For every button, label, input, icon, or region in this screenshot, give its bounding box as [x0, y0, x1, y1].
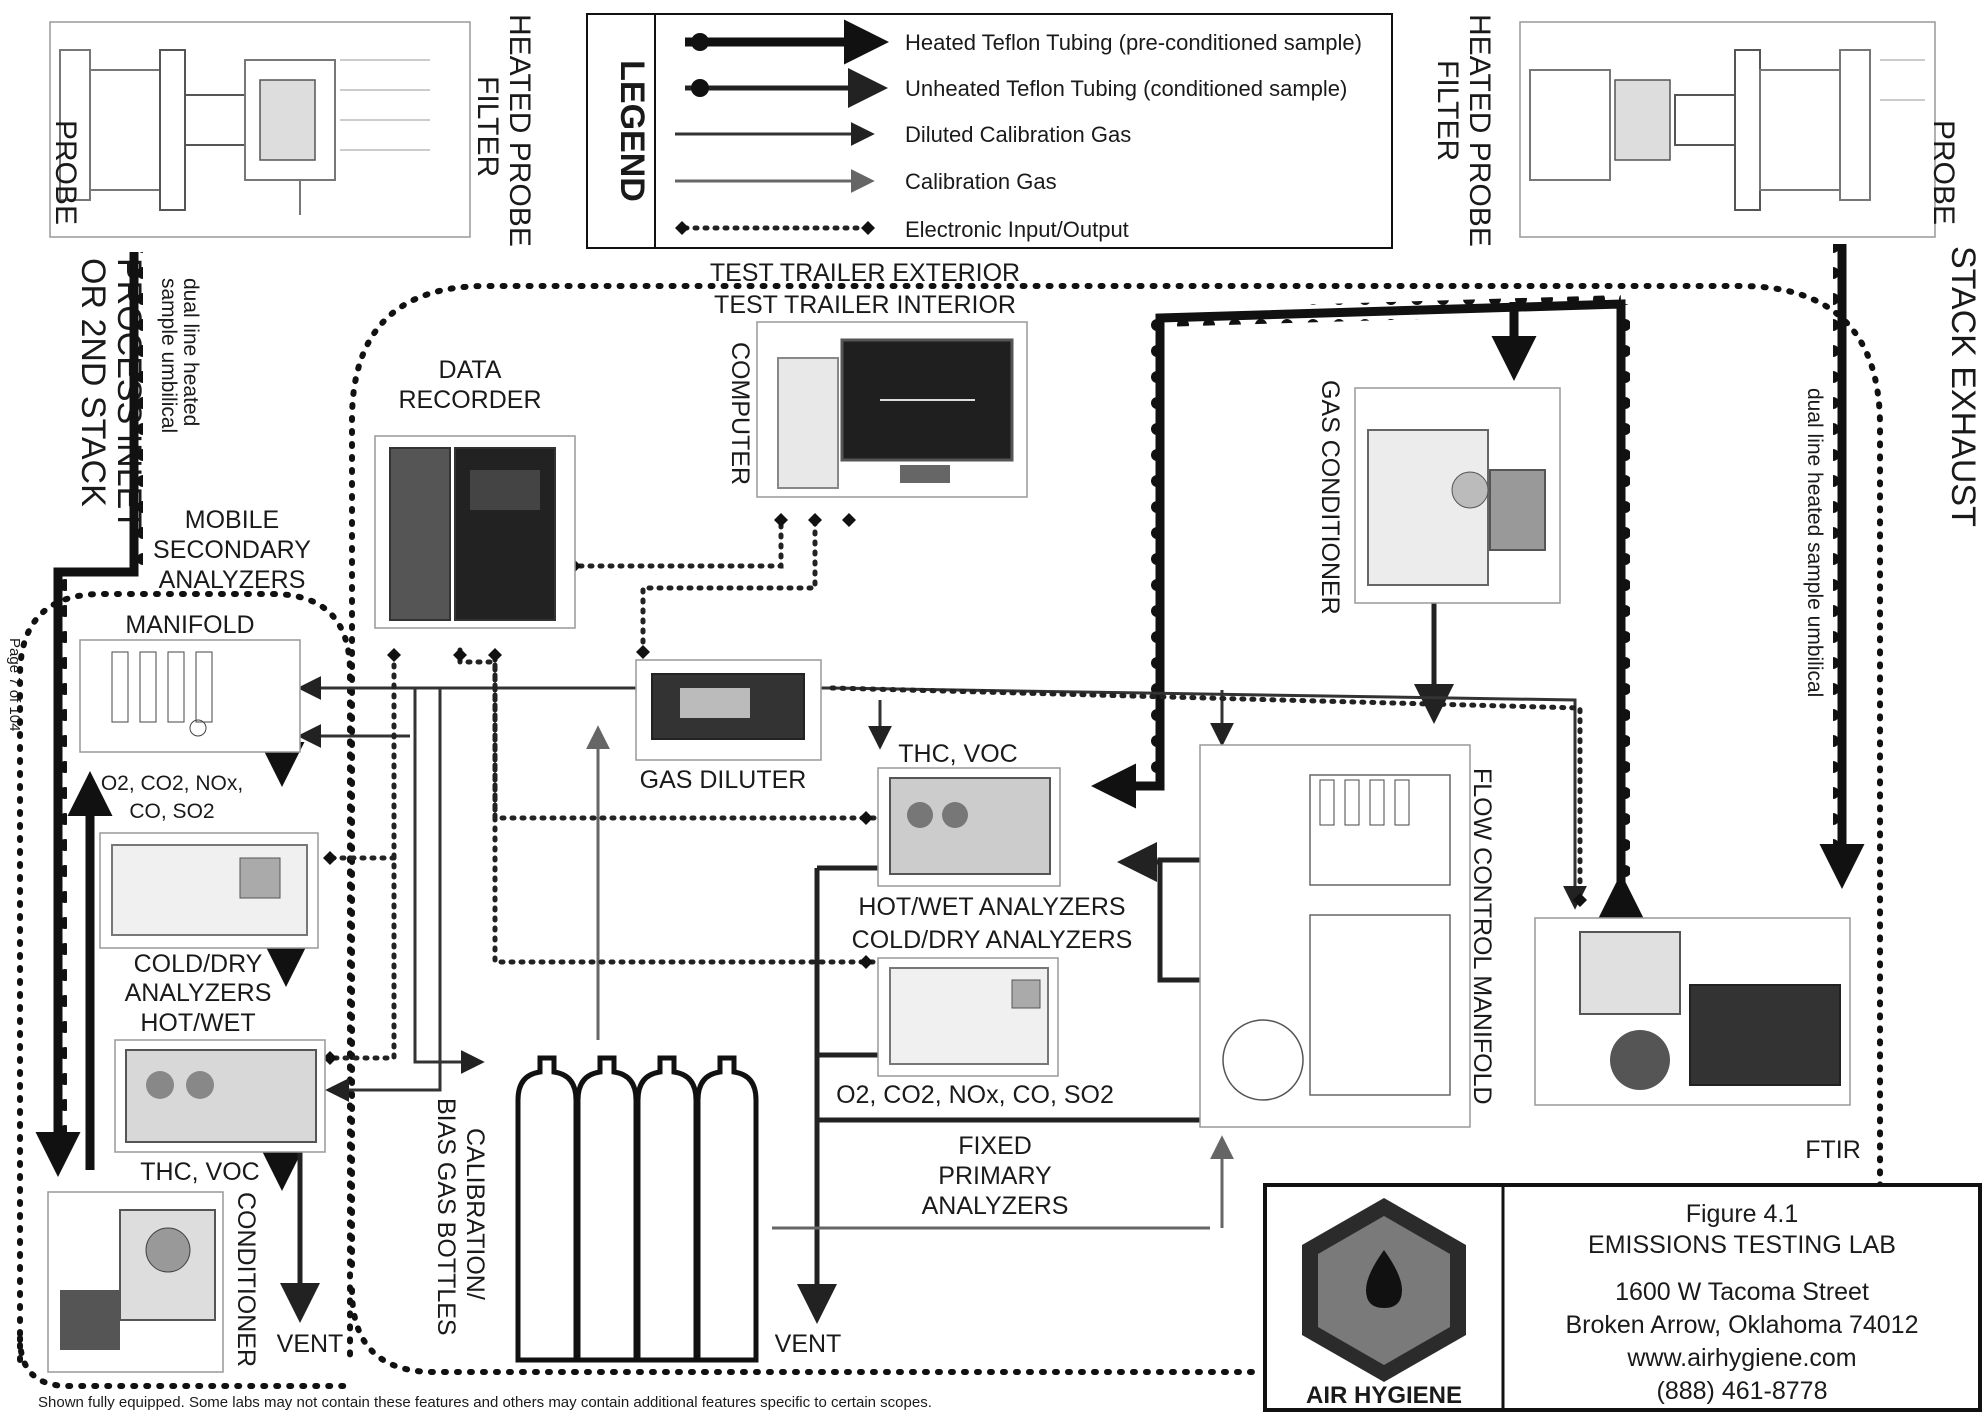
secondary-cold-dry-analyzer [99, 832, 319, 949]
computer-label: COMPUTER [726, 342, 754, 485]
cold-dry-line1: COLD/DRY [134, 950, 263, 978]
flow-control-manifold [1199, 744, 1471, 1128]
hot-wet-label: HOT/WET [140, 1009, 255, 1037]
process-inlet-line2: OR 2ND STACK [74, 258, 112, 507]
mobile-secondary-line1: MOBILE [185, 506, 279, 534]
ftir-label: FTIR [1805, 1136, 1861, 1164]
legend-title: LEGEND [613, 60, 651, 202]
legend-swatch-electronic [675, 221, 875, 235]
secondary-hot-wet-analyzer [114, 1039, 326, 1153]
probe-right-label: PROBE [1927, 120, 1960, 225]
trailer-boundary [349, 283, 1883, 1268]
mobile-secondary-line3: ANALYZERS [159, 566, 306, 594]
computer-monitor [756, 321, 1028, 498]
vent-left-label: VENT [277, 1330, 344, 1358]
trailer-interior-label: TEST TRAILER INTERIOR [714, 291, 1016, 319]
legend-swatch-unheated [685, 68, 888, 108]
flow-control-manifold-label: FLOW CONTROL MANIFOLD [1468, 768, 1496, 1105]
primary-cold-dry-analyzer [877, 957, 1059, 1077]
data-recorder-line1: DATA [439, 356, 502, 384]
conditioner-label: CONDITIONER [232, 1192, 260, 1367]
legend-swatch-heated [685, 19, 889, 65]
umbilical-left-line2: sample umbilical [157, 278, 180, 433]
ftir-spectrometer [1534, 917, 1851, 1106]
heated-probe-filter-left-line2: FILTER [471, 76, 504, 177]
website: www.airhygiene.com [1626, 1344, 1856, 1372]
fixed-primary-line2: PRIMARY [938, 1162, 1052, 1190]
logo-text: AIR HYGIENE [1306, 1382, 1462, 1409]
calibration-gas-cylinders [515, 1055, 759, 1363]
secondary-cold-gases-line2: CO, SO2 [129, 800, 214, 823]
footnote: Shown fully equipped. Some labs may not … [38, 1394, 932, 1411]
data-recorder-line2: RECORDER [398, 386, 541, 414]
hot-wet-analyzers-label: HOT/WET ANALYZERS [858, 893, 1125, 921]
data-recorder-cabinet [374, 435, 576, 629]
unheated-lines [280, 600, 1454, 1324]
address-line1: 1600 W Tacoma Street [1615, 1278, 1869, 1306]
address-line2: Broken Arrow, Oklahoma 74012 [1566, 1311, 1919, 1339]
phone: (888) 461-8778 [1657, 1377, 1828, 1405]
secondary-manifold [79, 639, 301, 753]
legend-label-heated: Heated Teflon Tubing (pre-conditioned sa… [905, 30, 1362, 55]
heated-probe-filter-right-line2: FILTER [1431, 60, 1464, 161]
legend-label-unheated: Unheated Teflon Tubing (conditioned samp… [905, 76, 1347, 101]
mobile-secondary-line2: SECONDARY [153, 536, 311, 564]
air-hygiene-logo [1302, 1198, 1466, 1382]
legend-label-calgas: Calibration Gas [905, 169, 1057, 194]
gas-conditioner-unit [1354, 387, 1561, 604]
manifold-label: MANIFOLD [125, 611, 254, 639]
vent-center-label: VENT [775, 1330, 842, 1358]
cold-dry-analyzers-label: COLD/DRY ANALYZERS [852, 926, 1133, 954]
secondary-cold-gases-line1: O2, CO2, NOx, [101, 772, 243, 795]
figure-number: Figure 4.1 [1686, 1200, 1799, 1228]
probe-left-label: PROBE [49, 120, 82, 225]
umbilical-right-label: dual line heated sample umbilical [1803, 388, 1826, 697]
gas-diluter-unit [635, 659, 822, 761]
fixed-primary-line3: ANALYZERS [922, 1192, 1069, 1220]
fixed-primary-line1: FIXED [958, 1132, 1032, 1160]
cal-bottles-line1: CALIBRATION/ [461, 1128, 489, 1300]
cal-bottles-line2: BIAS GAS BOTTLES [432, 1098, 460, 1336]
probe-drawing-right [1519, 21, 1936, 238]
mobile-secondary-boundary [17, 591, 353, 1363]
electronic-lines [323, 513, 1587, 1065]
legend-label-electronic: Electronic Input/Output [905, 217, 1129, 242]
gas-diluter-label: GAS DILUTER [640, 766, 807, 794]
legend-label-diluted: Diluted Calibration Gas [905, 122, 1131, 147]
primary-cold-gases-label: O2, CO2, NOx, CO, SO2 [836, 1081, 1114, 1109]
conditioner-unit [47, 1191, 224, 1373]
primary-hot-wet-analyzer [877, 767, 1061, 887]
heated-probe-filter-left-line1: HEATED PROBE [503, 14, 536, 247]
thc-voc-secondary-label: THC, VOC [140, 1158, 259, 1186]
cold-dry-line2: ANALYZERS [125, 979, 272, 1007]
gas-conditioner-label: GAS CONDITIONER [1316, 380, 1344, 615]
legend: LEGEND Heated Teflon Tubing (pre-conditi… [586, 13, 1393, 249]
probe-drawing-left [49, 21, 471, 238]
thc-voc-primary-label: THC, VOC [898, 740, 1017, 768]
trailer-exterior-label: TEST TRAILER EXTERIOR [710, 259, 1020, 287]
umbilical-left-line1: dual line heated [179, 278, 202, 426]
heated-lines [35, 244, 1865, 1191]
stack-exhaust-label: STACK EXHAUST [1944, 246, 1982, 527]
heated-probe-filter-right-line1: HEATED PROBE [1463, 14, 1496, 247]
bottom-left-boundary [17, 1335, 353, 1389]
figure-title: EMISSIONS TESTING LAB [1588, 1231, 1896, 1259]
